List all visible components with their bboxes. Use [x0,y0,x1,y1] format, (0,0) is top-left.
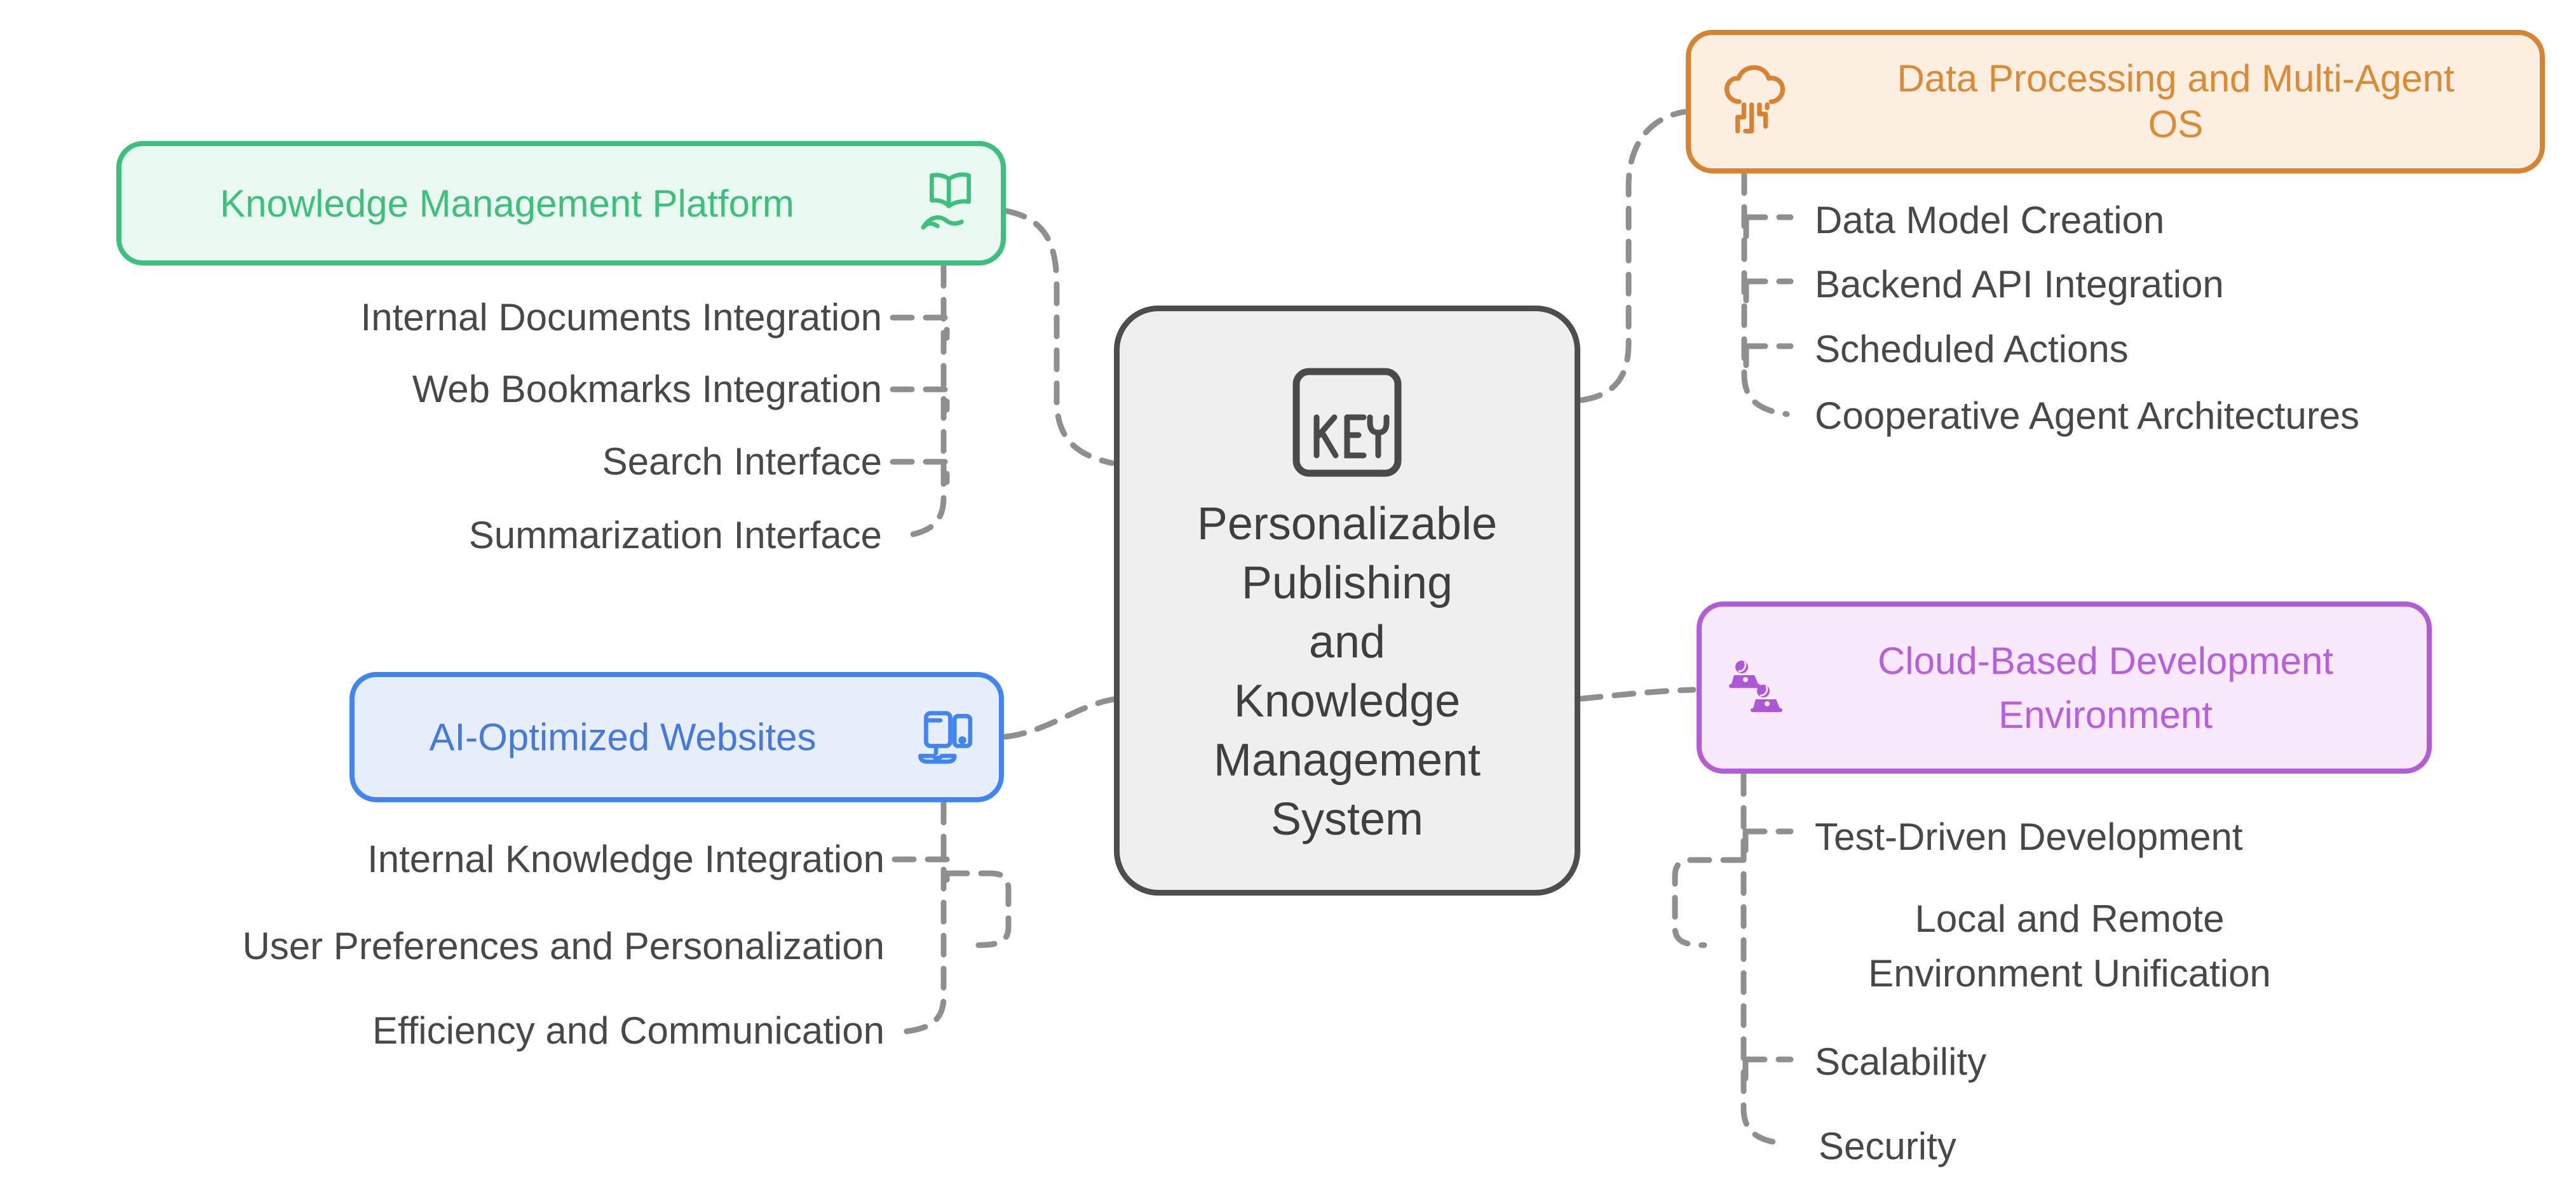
branch-knowledge-management-platform: Knowledge Management Platform [116,141,1006,265]
orange-trunk [1741,171,1790,417]
cloud-data-icon [1724,65,1786,134]
leaf-item: Scalability [1815,1040,1987,1083]
central-title-line: Personalizable [1196,499,1498,549]
purple-trunk [1740,772,1786,1146]
book-hand-icon [921,172,971,230]
purple-bracket [1672,857,1746,948]
connector-central-purple [1578,687,1697,702]
branch-cloud-based-development-environment: Cloud-Based Development Environment [1697,602,2432,774]
central-title-line: Management [1213,735,1481,786]
central-node [1114,306,1580,896]
leaf-item: Search Interface [602,440,882,483]
green-trunk [900,264,947,539]
connector-central-green [1003,208,1115,466]
leaf-item: Cooperative Agent Architectures [1815,394,2360,437]
branch-label: Cloud-Based Development Environment [1877,639,2334,736]
orange-stub-2 [1743,278,1794,305]
connector-central-blue [1002,696,1116,740]
branch-data-processing-and-multi-agent-os: Data Processing and Multi-Agent OS [1686,30,2545,173]
leaf-item: Internal Documents Integration [360,296,882,339]
people-laptops-icon [1729,660,1782,712]
leaf-item: Backend API Integration [1815,263,2224,306]
branch-ai-optimized-websites: AI-Optimized Websites [349,672,1004,802]
leaf-item: Security [1819,1125,1956,1167]
leaf-item: Efficiency and Communication [372,1009,885,1052]
blue-bracket [945,870,1012,948]
devices-icon [918,711,973,763]
leaf-item: Data Model Creation [1815,199,2165,241]
leaf-item: Local and Remote Environment Unification [1868,897,2271,995]
central-node-title: Personalizable Publishing and Knowledge … [1114,495,1580,849]
branch-label: Data Processing and Multi-Agent OS [1897,57,2455,145]
purple-stub-3 [1742,1056,1794,1083]
blue-trunk [902,800,947,1035]
connector-central-orange [1578,109,1688,403]
green-stub-1 [890,314,950,341]
central-title-line: and [1308,617,1386,668]
leaf-item: Web Bookmarks Integration [412,368,882,410]
blue-stub-1 [891,856,950,883]
green-stub-2 [890,386,950,413]
leaf-item: Internal Knowledge Integration [367,838,885,880]
central-title-line: System [1270,794,1424,845]
key-badge-icon [1292,368,1402,477]
green-stub-3 [890,459,950,485]
branch-label: Knowledge Management Platform [220,182,794,225]
central-title-line: Knowledge [1233,676,1461,727]
branch-label: AI-Optimized Websites [429,716,817,758]
leaf-item: User Preferences and Personalization [242,925,885,967]
leaf-item: Scheduled Actions [1815,328,2129,370]
purple-stub-1 [1742,828,1794,855]
leaf-item: Summarization Interface [468,514,882,556]
leaf-item: Test-Driven Development [1815,816,2243,858]
orange-stub-1 [1743,214,1794,241]
orange-stub-3 [1743,343,1794,370]
central-title-line: Publishing [1241,558,1453,608]
